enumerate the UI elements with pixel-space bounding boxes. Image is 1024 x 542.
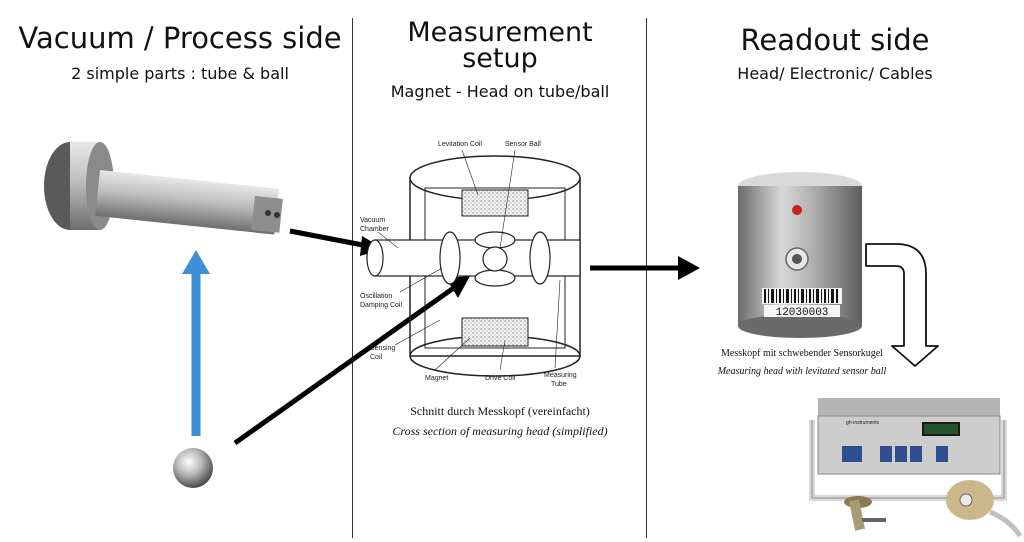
- small-head: [946, 480, 1023, 538]
- vacuum-side-subtitle: 2 simple parts : tube & ball: [71, 64, 289, 83]
- vacuum-tube: [44, 142, 283, 235]
- label-drive-coil: Drive Coil: [485, 375, 516, 382]
- label-oscillation: Oscillation: [360, 293, 392, 300]
- divider-right: [646, 18, 647, 538]
- sensor-ball: [173, 448, 213, 488]
- measurement-title-line1: Measurement: [407, 17, 593, 48]
- cross-section-drawing: Levitation Coil Sensor Ball Vacuum Chamb…: [360, 141, 581, 388]
- label-measuring: Measuring: [544, 372, 577, 379]
- head-caption-en: Measuring head with levitated sensor bal…: [717, 366, 887, 377]
- blue-up-arrow: [182, 250, 210, 436]
- label-magnet: Magnet: [425, 375, 448, 382]
- barcode: [762, 288, 842, 304]
- readout-title: Readout side: [740, 23, 930, 57]
- label-chamber: Chamber: [360, 226, 389, 233]
- cross-section-caption-en: Cross section of measuring head (simplif…: [392, 424, 608, 438]
- head-caption-de: Messkopf mit schwebender Sensorkugel: [721, 348, 883, 359]
- cross-section-caption-de: Schnitt durch Messkopf (vereinfacht): [410, 404, 590, 418]
- divider-left: [352, 18, 353, 538]
- hollow-bent-arrow: [865, 243, 939, 367]
- controller-brand: gh-instruments: [846, 420, 880, 426]
- measuring-head: 12030003: [738, 172, 862, 338]
- label-coil: Coil: [370, 354, 383, 361]
- label-levitation-coil: Levitation Coil: [438, 141, 482, 148]
- label-vacuum: Vacuum: [360, 217, 385, 224]
- arrow-to-readout: [590, 256, 700, 280]
- head-serial: 12030003: [776, 307, 829, 319]
- measurement-title-line2: setup: [462, 43, 538, 74]
- controller-unit: gh-instruments: [809, 398, 1007, 501]
- small-tube: [844, 496, 886, 531]
- vacuum-side-title: Vacuum / Process side: [18, 21, 342, 55]
- label-tube: Tube: [551, 381, 567, 388]
- label-sensor-ball: Sensor Ball: [505, 141, 541, 148]
- label-damping-coil: Damping Coil: [360, 302, 402, 309]
- measurement-subtitle: Magnet - Head on tube/ball: [390, 82, 610, 101]
- label-sensing: Sensing: [370, 345, 395, 352]
- readout-subtitle: Head/ Electronic/ Cables: [737, 64, 933, 83]
